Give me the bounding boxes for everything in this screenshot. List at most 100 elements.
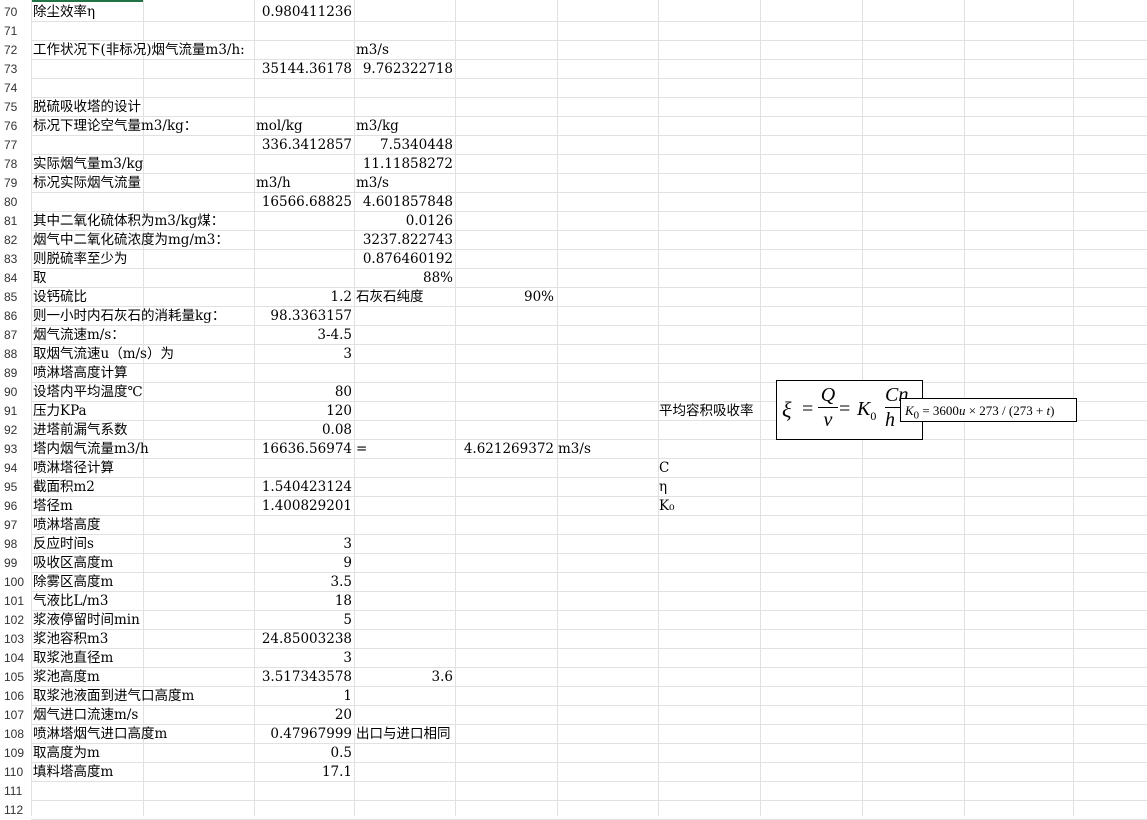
cell-b[interactable]: 0.980411236 [261, 4, 352, 20]
cell-e[interactable] [558, 763, 658, 782]
cell-d[interactable] [455, 174, 554, 193]
cell-d[interactable]: 90% [523, 289, 554, 305]
cell-e[interactable] [558, 554, 658, 573]
cell-d[interactable] [455, 326, 554, 345]
cell-b[interactable]: 20 [334, 707, 352, 723]
row-number[interactable]: 98 [4, 537, 18, 551]
cell-d[interactable] [455, 725, 554, 744]
cell-b[interactable]: 0.08 [321, 422, 352, 438]
cell-f[interactable] [659, 611, 779, 630]
cell-a[interactable]: 取高度为m [33, 745, 100, 761]
row-number[interactable]: 102 [4, 613, 25, 627]
cell-b[interactable] [256, 231, 352, 250]
cell-e[interactable] [558, 744, 658, 763]
row-number[interactable]: 97 [4, 518, 18, 532]
cell-b[interactable] [256, 155, 352, 174]
cell-f[interactable] [659, 649, 779, 668]
cell-e[interactable] [558, 98, 658, 117]
cell-e[interactable] [558, 573, 658, 592]
cell-b[interactable]: 16636.56974 [261, 441, 352, 457]
cell-b[interactable]: m3/h [256, 175, 291, 191]
cell-b[interactable] [256, 782, 352, 801]
cell-e[interactable] [558, 364, 658, 383]
row-number[interactable]: 103 [4, 632, 25, 646]
cell-d[interactable] [455, 79, 554, 98]
cell-b[interactable]: 1.540423124 [261, 479, 352, 495]
row-number[interactable]: 95 [4, 480, 18, 494]
cell-c[interactable]: 3.6 [431, 669, 453, 685]
cell-d[interactable] [455, 60, 554, 79]
cell-e[interactable] [558, 269, 658, 288]
row-number[interactable]: 100 [4, 575, 25, 589]
row-number[interactable]: 105 [4, 670, 25, 684]
cell-a[interactable]: 浆池容积m3 [33, 631, 109, 647]
cell-b[interactable]: 3.5 [330, 574, 352, 590]
row-number[interactable]: 108 [4, 727, 25, 741]
cell-a[interactable]: 标况下理论空气量m3/kg： [33, 118, 198, 134]
cell-a[interactable]: 则一小时内石灰石的消耗量kg： [33, 308, 226, 324]
cell-e[interactable] [558, 41, 658, 60]
cell-d[interactable] [455, 782, 554, 801]
cell-d[interactable] [455, 611, 554, 630]
cell-f[interactable] [659, 573, 779, 592]
cell-a[interactable]: 其中二氧化硫体积为m3/kg煤： [33, 213, 225, 229]
cell-b[interactable] [256, 250, 352, 269]
cell-e[interactable] [558, 706, 658, 725]
cell-b[interactable] [256, 22, 352, 41]
cell-d[interactable] [455, 554, 554, 573]
cell-f[interactable] [659, 516, 779, 535]
cell-e[interactable] [558, 136, 658, 155]
cell-b[interactable] [256, 459, 352, 478]
cell-d[interactable] [455, 744, 554, 763]
cell-c[interactable]: 0.876460192 [362, 251, 453, 267]
cell-d[interactable] [455, 3, 554, 22]
cell-a[interactable]: 除雾区高度m [33, 574, 114, 590]
row-number[interactable]: 92 [4, 423, 18, 437]
cell-f[interactable] [659, 440, 779, 459]
cell-d[interactable] [455, 478, 554, 497]
cell-b[interactable] [256, 41, 352, 60]
row-number[interactable]: 104 [4, 651, 25, 665]
row-number[interactable]: 81 [4, 214, 18, 228]
cell-b[interactable]: 336.3412857 [261, 137, 352, 153]
cell-b[interactable]: 3 [343, 346, 352, 362]
cell-c[interactable]: 88% [422, 270, 453, 286]
cell-c[interactable]: m3/kg [356, 118, 399, 134]
cell-d[interactable] [455, 345, 554, 364]
cell-e[interactable] [558, 801, 658, 820]
cell-b[interactable]: 1.2 [330, 289, 352, 305]
cell-b[interactable]: 3 [343, 650, 352, 666]
cell-f[interactable] [659, 117, 779, 136]
cell-a[interactable]: 设钙硫比 [33, 289, 87, 305]
cell-f[interactable] [659, 421, 779, 440]
cell-d[interactable] [455, 307, 554, 326]
cell-c[interactable]: m3/s [356, 175, 389, 191]
cell-d[interactable] [455, 22, 554, 41]
cell-e[interactable] [558, 687, 658, 706]
cell-d[interactable] [455, 364, 554, 383]
absorption-rate-formula-image[interactable]: ξ = Q v = K0 Cη h [776, 380, 923, 440]
cell-f[interactable]: η [659, 479, 668, 495]
cell-f[interactable] [659, 630, 779, 649]
cell-a[interactable]: 取 [33, 270, 47, 286]
cell-f[interactable] [659, 364, 779, 383]
row-number[interactable]: 84 [4, 271, 18, 285]
cell-a[interactable]: 烟气中二氧化硫浓度为mg/m3： [33, 232, 229, 248]
cell-d[interactable] [455, 497, 554, 516]
k0-formula-image[interactable]: K0 = 3600u × 273 / (273 + t) [900, 398, 1077, 422]
cell-d[interactable] [455, 649, 554, 668]
cell-f[interactable] [659, 288, 779, 307]
cell-d[interactable]: 4.621269372 [463, 441, 554, 457]
cell-b[interactable]: 1 [343, 688, 352, 704]
cell-b[interactable]: 5 [343, 612, 352, 628]
cell-c[interactable]: 9.762322718 [362, 61, 453, 77]
cell-a[interactable]: 烟气流速m/s： [33, 327, 125, 343]
cell-e[interactable] [558, 288, 658, 307]
cell-f[interactable] [659, 782, 779, 801]
cell-a[interactable]: 吸收区高度m [33, 555, 114, 571]
cell-d[interactable] [455, 383, 554, 402]
cell-f[interactable] [659, 687, 779, 706]
cell-f[interactable]: 平均容积吸收率 [659, 403, 754, 419]
cell-f[interactable] [659, 307, 779, 326]
cell-d[interactable] [455, 630, 554, 649]
